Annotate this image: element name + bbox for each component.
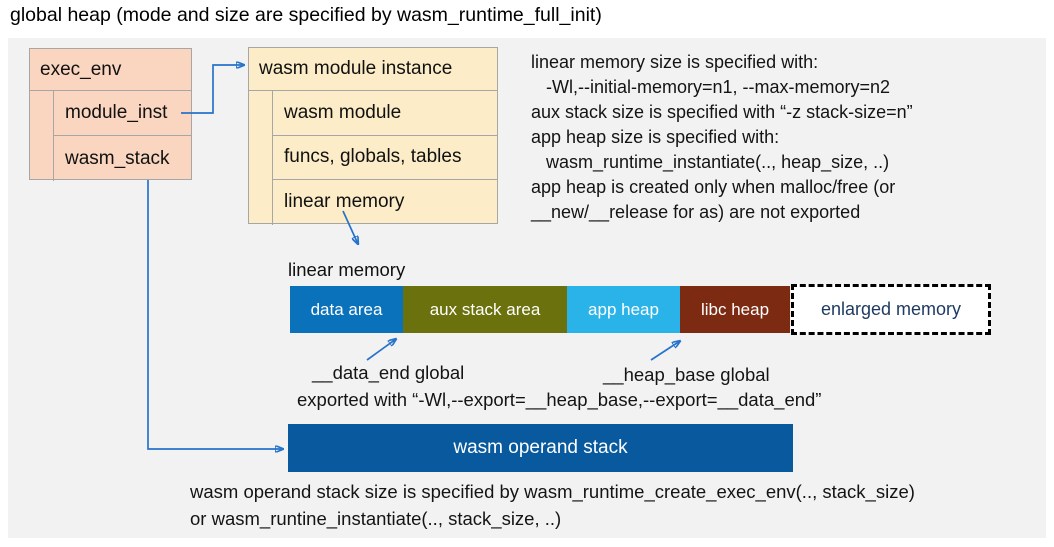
note-line: app heap size is specified with: (531, 127, 780, 147)
segment-libc-heap: libc heap (680, 286, 790, 333)
wasm-module-instance-header: wasm module instance (249, 48, 497, 91)
segment-enlarged-memory: enlarged memory (791, 284, 991, 335)
heap-base-global-label: __heap_base global (603, 364, 770, 385)
note-line: aux stack size is specified with “-z sta… (531, 102, 913, 122)
note-line: wasm_runtime_instantiate(.., heap_size, … (531, 152, 890, 172)
note-line: app heap is created only when malloc/fre… (531, 177, 896, 197)
segment-app-heap: app heap (567, 286, 680, 333)
exec-env-rows: module_inst wasm_stack (53, 91, 191, 181)
note-line: wasm operand stack size is specified by … (190, 481, 915, 502)
exec-env-box: exec_env module_inst wasm_stack (29, 48, 192, 181)
linear-memory-label: linear memory (288, 259, 406, 280)
operand-stack-notes: wasm operand stack size is specified by … (190, 478, 1050, 532)
diagram-title: global heap (mode and size are specified… (10, 4, 602, 26)
exec-env-header: exec_env (30, 49, 191, 91)
module-instance-row-funcs-globals-tables: funcs, globals, tables (273, 136, 497, 181)
note-line: __new/__release for as) are not exported (531, 202, 861, 222)
wasm-module-instance-rows: wasm module funcs, globals, tables linea… (272, 91, 497, 225)
note-line: -Wl,--initial-memory=n1, --max-memory=n2 (531, 77, 891, 97)
exec-env-row-wasm-stack: wasm_stack (65, 147, 170, 169)
module-instance-row-wasm-module: wasm module (273, 91, 497, 136)
segment-aux-stack-area: aux stack area (403, 286, 567, 333)
linear-memory-bar: data area aux stack area app heap libc h… (290, 286, 790, 333)
memory-size-notes: linear memory size is specified with: -W… (531, 50, 1041, 225)
note-line: linear memory size is specified with: (531, 52, 819, 72)
data-end-global-label: __data_end global (312, 362, 465, 383)
segment-data-area: data area (290, 286, 403, 333)
module-instance-row-linear-memory: linear memory (284, 191, 405, 213)
exec-env-row-module-inst: module_inst (54, 91, 191, 136)
note-line: or wasm_runtine_instantiate(.., stack_si… (190, 508, 562, 529)
exported-flags-label: exported with “-Wl,--export=__heap_base,… (297, 389, 822, 410)
wasm-module-instance-box: wasm module instance wasm module funcs, … (248, 47, 498, 225)
wasm-operand-stack-box: wasm operand stack (288, 424, 793, 472)
